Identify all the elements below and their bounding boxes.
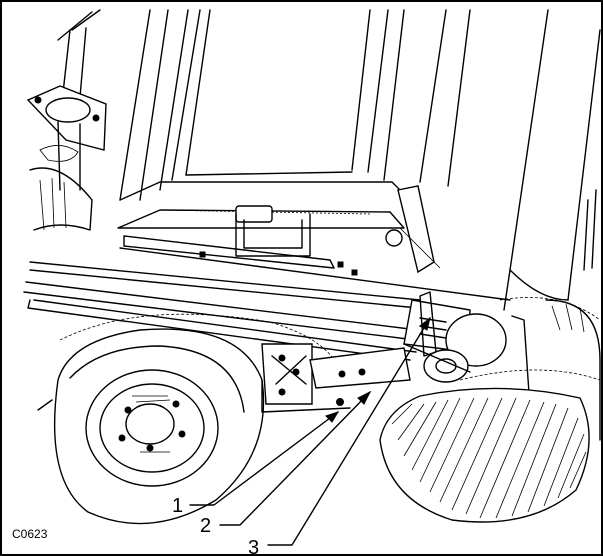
- right-post: [385, 9, 601, 311]
- callout-1-label: 1: [172, 495, 183, 517]
- callout-leaders: [189, 316, 431, 546]
- upper-frame: [117, 9, 471, 276]
- front-wheel: [37, 313, 351, 525]
- callout-2-label: 2: [200, 515, 211, 537]
- broom-mount-bracket: [261, 343, 411, 406]
- broom-motor-pulley: [403, 291, 507, 383]
- side-broom: [379, 297, 601, 523]
- figure-code: C0623: [12, 527, 48, 541]
- side-rails: [23, 247, 511, 361]
- callout-3-label: 3: [248, 537, 259, 556]
- steering-shaft: [26, 9, 107, 231]
